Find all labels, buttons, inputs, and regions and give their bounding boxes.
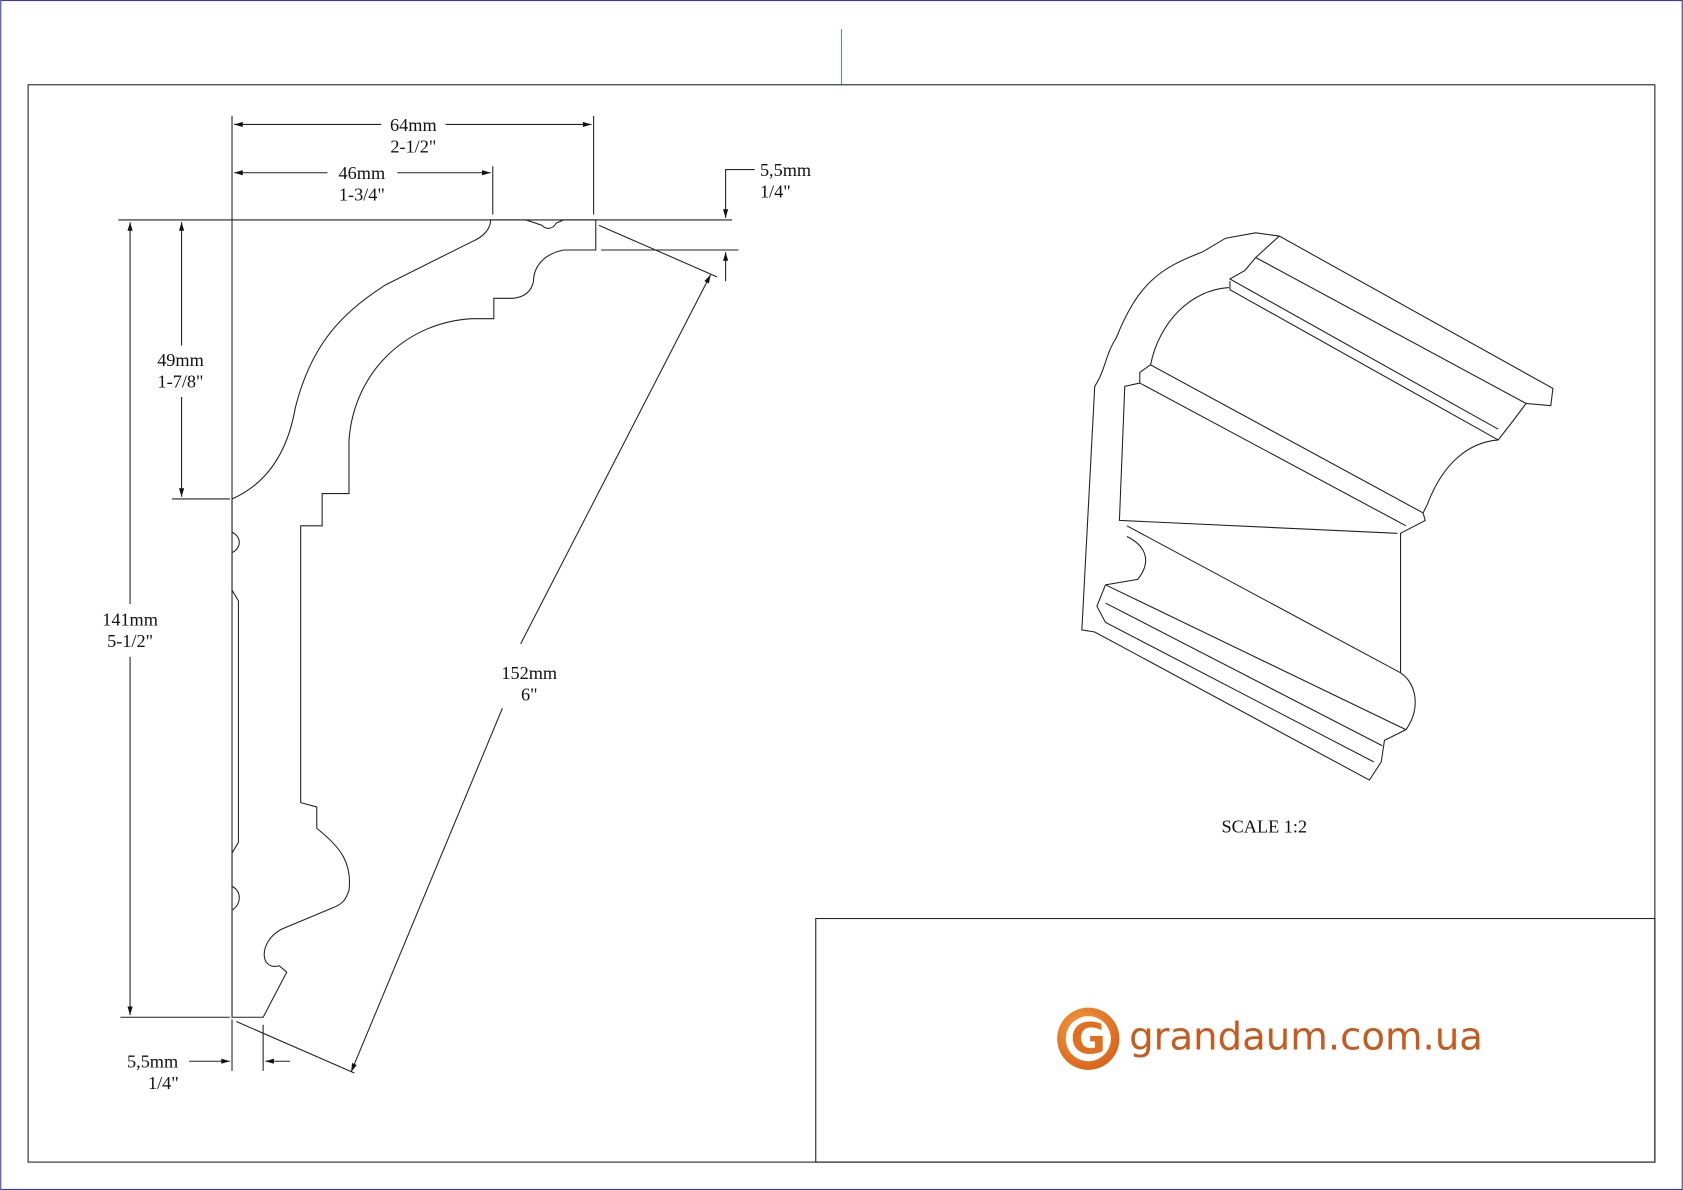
dim-upper-height: 49mm 1-7/8" xyxy=(157,222,230,500)
dim-width-total-mm: 64mm xyxy=(390,115,437,135)
dim-upper-height-inch: 1-7/8" xyxy=(158,371,204,391)
molding-profile xyxy=(231,219,597,1018)
dim-diagonal: 152mm 6" xyxy=(236,224,718,1074)
dim-total-height-mm: 141mm xyxy=(102,610,158,630)
dim-width-top: 46mm 1-3/4" xyxy=(234,163,494,215)
brand-name: grandaum.com.ua xyxy=(1129,1014,1483,1059)
dim-upper-height-mm: 49mm xyxy=(157,350,204,370)
dim-top-lip-mm: 5,5mm xyxy=(760,160,811,180)
dim-diagonal-inch: 6" xyxy=(521,685,538,705)
scale-label: SCALE 1:2 xyxy=(1221,817,1307,837)
title-block xyxy=(815,917,1656,1163)
dim-diagonal-mm: 152mm xyxy=(501,663,557,683)
dim-width-top-mm: 46mm xyxy=(339,163,386,183)
dim-bottom-lip-mm: 5,5mm xyxy=(127,1052,178,1072)
dim-width-total-inch: 2-1/2" xyxy=(390,136,436,156)
brand-logo: G grandaum.com.ua xyxy=(1057,1007,1483,1070)
dim-bottom-lip: 5,5mm 1/4" xyxy=(127,1019,290,1093)
isometric-view xyxy=(1081,232,1554,781)
dim-width-total: 64mm 2-1/2" xyxy=(231,115,595,1018)
dim-total-height-inch: 5-1/2" xyxy=(107,631,153,651)
logo-letter: G xyxy=(1071,1015,1106,1065)
dim-top-lip-inch: 1/4" xyxy=(760,181,791,201)
dim-total-height: 141mm 5-1/2" xyxy=(102,222,230,1018)
dim-bottom-lip-inch: 1/4" xyxy=(148,1073,179,1093)
dim-width-top-inch: 1-3/4" xyxy=(339,185,385,205)
dim-top-lip: 5,5mm 1/4" xyxy=(118,160,811,282)
